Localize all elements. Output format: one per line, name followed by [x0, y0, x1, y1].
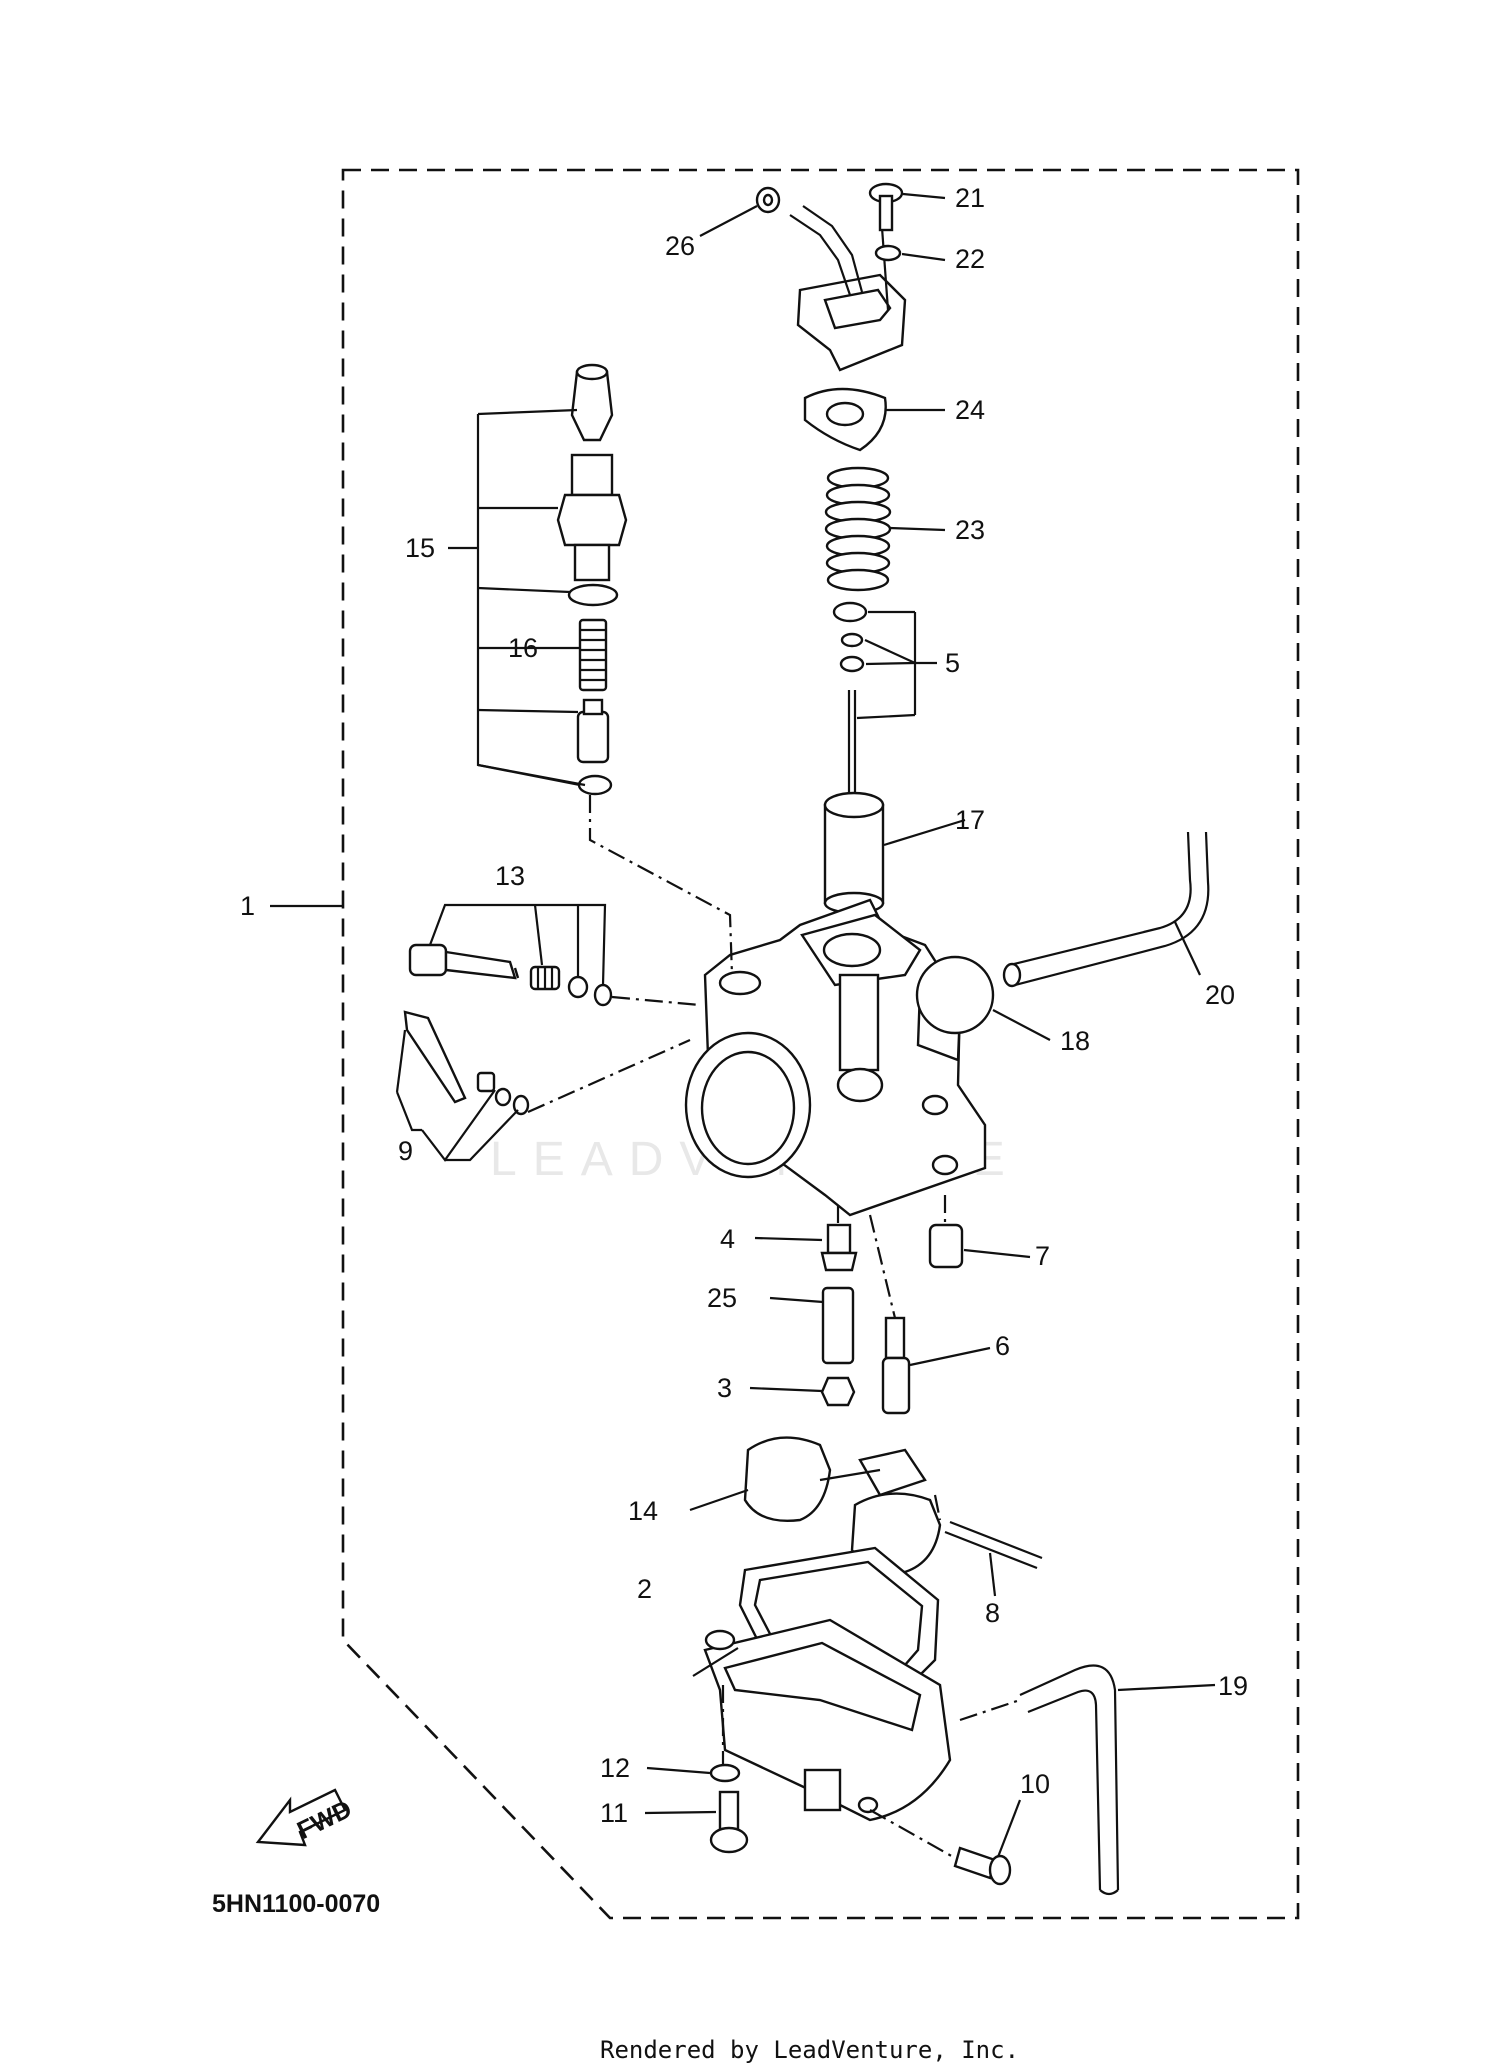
fwd-arrow-icon: FWD — [255, 1788, 356, 1847]
callout-9[interactable]: 9 — [398, 1136, 413, 1166]
part-throttle-stop-screw-13[interactable] — [408, 943, 520, 980]
part-main-jet-holder-25[interactable] — [821, 1286, 855, 1365]
callout-7[interactable]: 7 — [1035, 1241, 1050, 1271]
callout-10[interactable]: 10 — [1020, 1769, 1050, 1799]
part-spring-9[interactable] — [476, 1071, 496, 1093]
callout-5[interactable]: 5 — [945, 648, 960, 678]
callout-25[interactable]: 25 — [707, 1283, 737, 1313]
callout-8[interactable]: 8 — [985, 1598, 1000, 1628]
part-starter-cap-15[interactable] — [570, 363, 614, 442]
callout-26[interactable]: 26 — [665, 231, 695, 261]
part-drain-screw-10[interactable] — [953, 1846, 1012, 1886]
callout-4[interactable]: 4 — [720, 1224, 735, 1254]
callout-12[interactable]: 12 — [600, 1753, 630, 1783]
callout-14[interactable]: 14 — [628, 1496, 658, 1526]
part-washer-9[interactable] — [494, 1087, 512, 1107]
part-starter-spring-16[interactable] — [578, 618, 608, 692]
callout-11[interactable]: 11 — [600, 1798, 628, 1828]
part-vent-hose-20[interactable] — [1002, 831, 1210, 988]
callout-16[interactable]: 16 — [508, 633, 538, 663]
callout-24[interactable]: 24 — [955, 395, 985, 425]
part-float-bowl[interactable] — [703, 1618, 952, 1822]
callout-23[interactable]: 23 — [955, 515, 985, 545]
part-washer-13[interactable] — [567, 975, 589, 999]
part-spring-13[interactable] — [529, 965, 561, 991]
callout-6[interactable]: 6 — [995, 1331, 1010, 1361]
callout-1[interactable]: 1 — [240, 891, 255, 921]
part-o-ring-15[interactable] — [567, 583, 619, 607]
alignment-lines — [527, 795, 1021, 1859]
callout-13[interactable]: 13 — [495, 861, 525, 891]
part-throttle-valve-17[interactable] — [823, 791, 885, 915]
part-pilot-jet-6[interactable] — [881, 1316, 911, 1415]
part-drain-hose-19[interactable] — [1019, 1664, 1120, 1896]
part-main-jet-3[interactable] — [820, 1376, 856, 1407]
part-float-pin-8[interactable] — [944, 1520, 1043, 1570]
part-filter-7[interactable] — [928, 1223, 964, 1269]
part-starter-nut-15[interactable] — [556, 453, 628, 582]
callout-21[interactable]: 21 — [955, 183, 985, 213]
part-washer-12[interactable] — [709, 1763, 741, 1783]
part-washer-22[interactable] — [874, 244, 902, 262]
part-o-ring-18[interactable] — [915, 955, 995, 1035]
part-throttle-spring-23[interactable] — [824, 466, 892, 592]
assembly-frame — [341, 168, 1300, 1920]
credit-text: Rendered by LeadVenture, Inc. — [600, 2036, 1019, 2064]
callout-2[interactable]: 2 — [637, 1574, 652, 1604]
callout-22[interactable]: 22 — [955, 244, 985, 274]
part-o-ring-9[interactable] — [512, 1094, 530, 1116]
part-float-14[interactable] — [743, 1436, 942, 1574]
part-starter-plunger-15[interactable] — [576, 698, 610, 764]
part-cable-adjuster-26[interactable] — [755, 186, 781, 214]
callout-18[interactable]: 18 — [1060, 1026, 1090, 1056]
callout-3[interactable]: 3 — [717, 1373, 732, 1403]
part-needle-jet-4[interactable] — [820, 1223, 858, 1272]
callout-19[interactable]: 19 — [1218, 1671, 1248, 1701]
part-gasket-24[interactable] — [803, 387, 887, 452]
callout-17[interactable]: 17 — [955, 805, 985, 835]
part-pilot-screw-9[interactable] — [403, 1010, 467, 1104]
callout-15[interactable]: 15 — [405, 533, 435, 563]
part-o-ring-13[interactable] — [593, 983, 613, 1007]
part-jet-needle-set-5[interactable] — [832, 601, 868, 820]
leader-lines — [270, 192, 1216, 1858]
callout-20[interactable]: 20 — [1205, 980, 1235, 1010]
reference-code: 5HN1100-0070 — [212, 1890, 380, 1918]
part-screw-11[interactable] — [709, 1790, 749, 1854]
part-screw-21[interactable] — [868, 182, 904, 232]
